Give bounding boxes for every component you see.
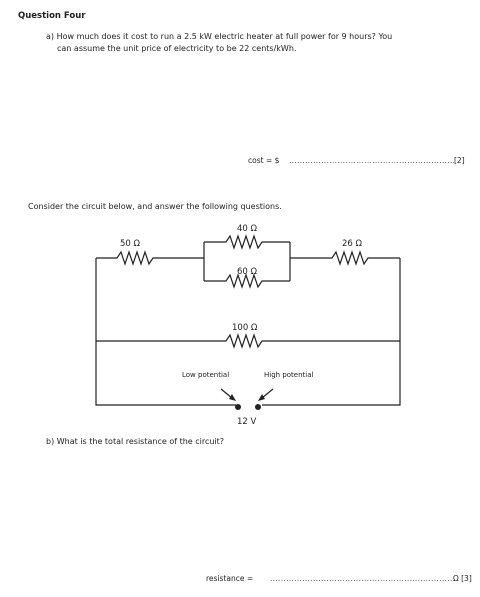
cost-answer-line[interactable]: ........................................… <box>289 156 454 165</box>
wire <box>204 273 290 289</box>
low-potential-label: Low potential <box>182 371 229 379</box>
high-potential-label: High potential <box>264 371 314 379</box>
question-b-marks: Ω [3] <box>453 574 472 583</box>
wire <box>96 333 400 349</box>
cost-answer-label: cost = $ <box>248 156 280 165</box>
wire <box>95 258 236 406</box>
question-a-line-2: can assume the unit price of electricity… <box>57 44 297 53</box>
circuit-intro: Consider the circuit below, and answer t… <box>28 202 282 211</box>
high-potential-arrowhead <box>258 394 265 401</box>
low-potential-terminal <box>235 404 241 410</box>
question-a-line-1: a) How much does it cost to run a 2.5 kW… <box>46 32 393 41</box>
question-b: b) What is the total resistance of the c… <box>46 437 225 446</box>
question-a-marks: [2] <box>454 156 465 165</box>
wire <box>262 258 401 406</box>
resistor-26-label: 26 Ω <box>342 239 363 249</box>
wire <box>290 250 400 266</box>
resistance-answer-line[interactable]: ........................................… <box>270 574 453 583</box>
high-potential-terminal <box>255 404 261 410</box>
question-heading: Question Four <box>18 11 86 21</box>
resistor-50-label: 50 Ω <box>120 239 141 249</box>
resistor-100-label: 100 Ω <box>232 323 258 333</box>
resistor-60-label: 60 Ω <box>237 267 258 277</box>
wire <box>96 250 204 266</box>
voltage-label: 12 V <box>237 417 257 427</box>
low-potential-arrowhead <box>229 394 236 401</box>
resistance-answer-label: resistance = <box>206 574 254 583</box>
resistor-40-label: 40 Ω <box>237 224 258 234</box>
wire <box>204 234 290 250</box>
